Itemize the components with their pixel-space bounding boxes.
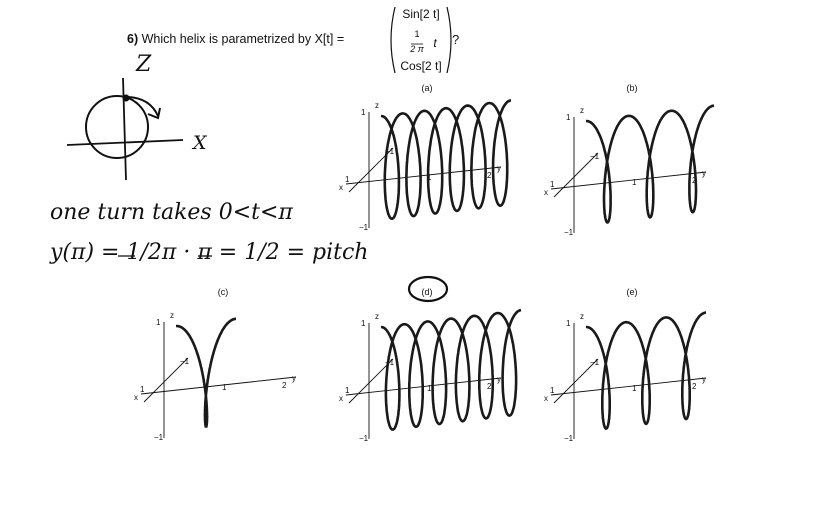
answer-circle	[407, 275, 449, 303]
z-tick-minus-1: −1	[359, 223, 369, 232]
z-tick-minus-1: −1	[359, 434, 369, 443]
question-text: 6) Which helix is parametrized by X[t] =	[127, 32, 344, 46]
z-axis-label: z	[580, 106, 584, 115]
x-tick-1: 1	[550, 180, 555, 189]
x-axis-label: x	[544, 188, 548, 197]
vector-row-2-denominator: 2 π	[410, 44, 424, 54]
z-axis-label: z	[375, 101, 379, 110]
y-tick-2: 2	[282, 381, 287, 390]
handwritten-line-2: y(π) = 1/2π · π = 1/2 = pitch	[50, 240, 369, 265]
y-axis	[550, 377, 707, 396]
x-tick-minus-1: −1	[385, 147, 395, 156]
z-tick-1: 1	[566, 319, 571, 328]
x-tick-minus-1: −1	[385, 358, 395, 367]
vector-row-1: Sin[2 t]	[402, 7, 440, 21]
y-axis-label: y	[497, 375, 501, 384]
panel-label: (b)	[626, 83, 638, 93]
x-tick-minus-1: −1	[590, 152, 600, 161]
helix-curve	[380, 99, 512, 221]
y-tick-1: 1	[222, 383, 227, 392]
z-tick-1: 1	[566, 113, 571, 122]
panel-label: (c)	[217, 287, 229, 297]
helix-curve	[586, 104, 715, 224]
x-axis	[143, 357, 189, 403]
vector-brackets	[390, 6, 452, 74]
question-mark: ?	[452, 32, 460, 47]
x-tick-minus-1: −1	[180, 357, 190, 366]
x-tick-1: 1	[550, 386, 555, 395]
panel-label: (e)	[626, 287, 638, 297]
x-axis	[553, 358, 599, 404]
sketch-z-label: Z	[136, 52, 152, 77]
x-axis-label: x	[544, 394, 548, 403]
panel-label: (a)	[421, 83, 433, 93]
y-tick-1: 1	[632, 178, 637, 187]
question-prompt: Which helix is parametrized by X[t] =	[141, 32, 345, 46]
handwritten-sketch	[66, 77, 184, 181]
x-tick-1: 1	[345, 386, 350, 395]
x-tick-1: 1	[140, 385, 145, 394]
vector-row-2-variable: t	[433, 36, 437, 50]
y-axis-label: y	[497, 164, 501, 173]
y-tick-1: 1	[427, 384, 432, 393]
z-tick-minus-1: −1	[564, 228, 574, 237]
y-axis-label: y	[292, 374, 296, 383]
z-tick-1: 1	[361, 108, 366, 117]
y-tick-1: 1	[632, 384, 637, 393]
y-tick-2: 2	[692, 382, 697, 391]
sketch-x-label: X	[193, 132, 207, 154]
x-axis	[553, 152, 599, 198]
z-axis-label: z	[580, 312, 584, 321]
y-tick-2: 2	[487, 382, 492, 391]
z-tick-1: 1	[156, 318, 161, 327]
z-tick-minus-1: −1	[154, 433, 164, 442]
z-axis-label: z	[375, 312, 379, 321]
z-tick-minus-1: −1	[564, 434, 574, 443]
helix-curve	[176, 317, 237, 428]
z-axis-label: z	[170, 311, 174, 320]
vector-row-3: Cos[2 t]	[400, 59, 442, 73]
panel-label: (d)	[421, 287, 433, 297]
z-tick-1: 1	[361, 319, 366, 328]
y-axis-label: y	[702, 375, 706, 384]
y-tick-2: 2	[487, 171, 492, 180]
handwritten-line-1: one turn takes 0<t<π	[50, 200, 293, 225]
y-axis	[140, 376, 297, 395]
x-tick-minus-1: −1	[590, 358, 600, 367]
x-axis-label: x	[134, 393, 138, 402]
x-axis	[348, 358, 394, 404]
x-axis-label: x	[339, 183, 343, 192]
y-axis-label: y	[702, 169, 706, 178]
y-axis	[550, 171, 707, 190]
helix-curve	[586, 311, 706, 430]
x-axis-label: x	[339, 394, 343, 403]
y-axis	[345, 166, 502, 185]
question-number: 6)	[127, 32, 139, 46]
parametrization-vector: Sin[2 t] 1 2 π t Cos[2 t]	[385, 5, 457, 75]
vector-row-2-numerator: 1	[414, 29, 420, 39]
helix-curve	[380, 308, 522, 431]
y-tick-1: 1	[427, 173, 432, 182]
x-tick-1: 1	[345, 175, 350, 184]
